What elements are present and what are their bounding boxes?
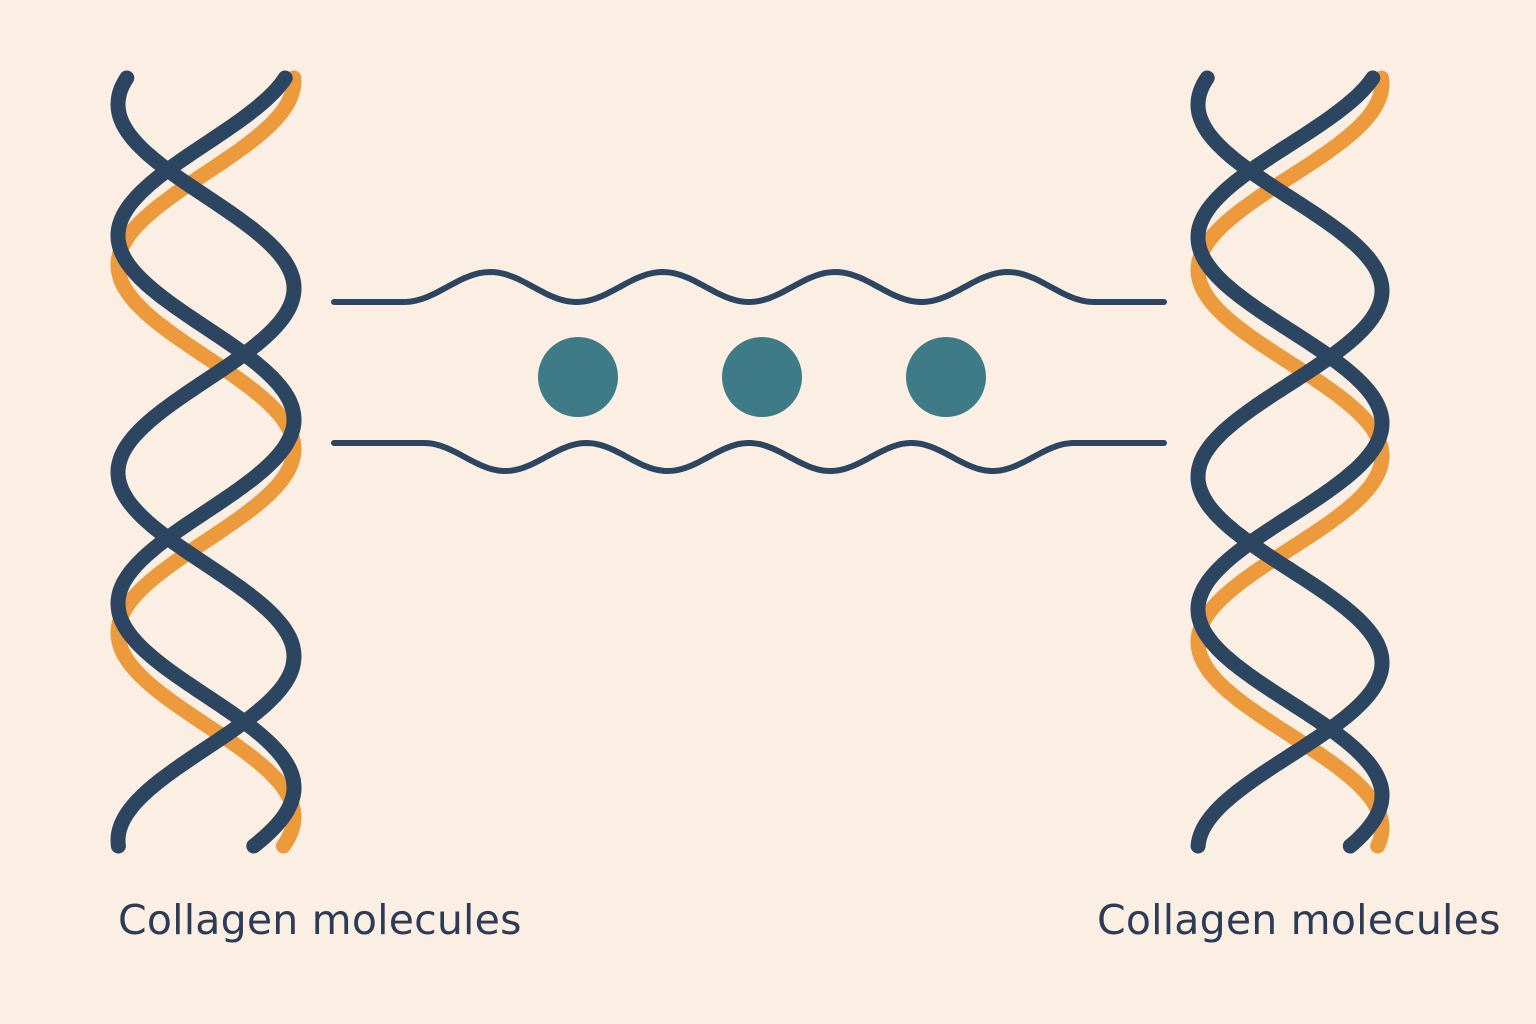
collagen-molecule-right (1190, 70, 1390, 854)
helix-strand-accent (110, 70, 302, 854)
wavy-line-bottom (331, 439, 1167, 475)
wavy-line-top (331, 268, 1167, 306)
helix-strand-dark (1190, 70, 1390, 854)
helix-strand-dark (110, 70, 302, 854)
crosslink-bridge (331, 268, 1167, 475)
crosslink-node (538, 337, 618, 417)
molecule-label-left: Collagen molecules (118, 896, 522, 944)
crosslink-node (906, 337, 986, 417)
helix-strand-accent (1190, 70, 1390, 854)
helix-strand-dark (1190, 70, 1390, 854)
molecule-label-right: Collagen molecules (1097, 896, 1501, 944)
crosslink-node (722, 337, 802, 417)
collagen-molecule-left (110, 70, 302, 854)
